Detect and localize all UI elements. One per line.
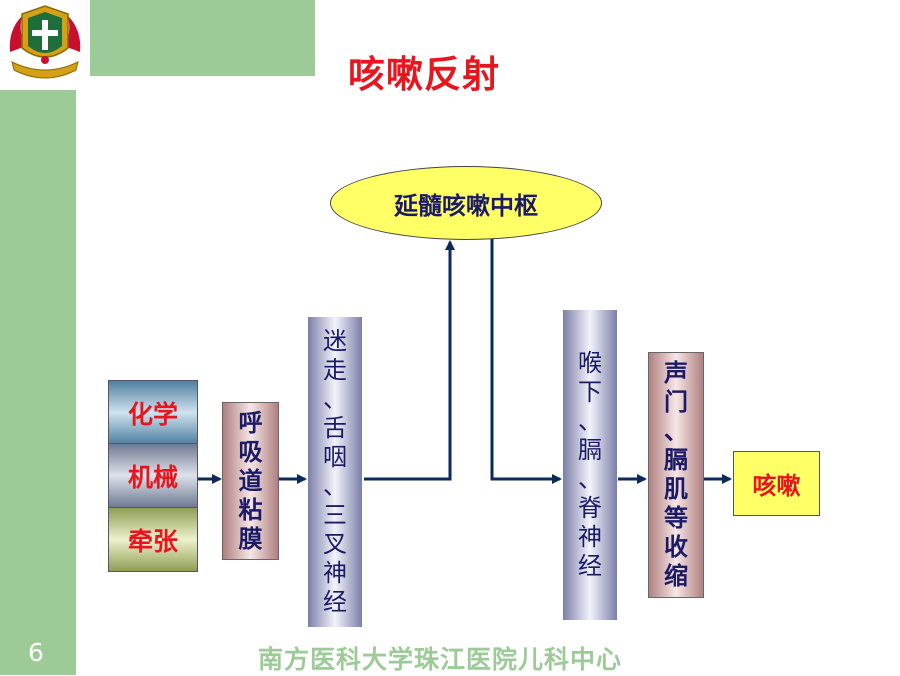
receptor-char: 呼	[238, 408, 263, 437]
footer-institution: 南方医科大学珠江医院儿科中心	[258, 645, 623, 674]
efferent-char: 、	[578, 407, 602, 435]
afferent-char: 走	[323, 356, 347, 384]
receptor-char: 膜	[238, 524, 263, 553]
receptor-char: 道	[238, 466, 263, 495]
efferent-char: 脊	[578, 494, 602, 522]
receptor-char: 粘	[238, 495, 263, 524]
effector-char: 肌	[664, 475, 688, 503]
afferent-char: 、	[323, 385, 347, 413]
afferent-nerve-node: 迷 走 、 舌 咽 、 三 叉 神 经	[308, 317, 362, 627]
efferent-char: 下	[578, 378, 602, 406]
afferent-char: 三	[323, 501, 347, 529]
page-number: 6	[28, 638, 44, 667]
effector-char: 缩	[664, 562, 688, 590]
efferent-char: 神	[578, 523, 602, 551]
stimulus-stretch: 牵张	[108, 507, 198, 572]
effector-node: 声 门 、 膈 肌 等 收 缩	[648, 352, 704, 598]
effector-char: 收	[664, 533, 688, 561]
slide-title: 咳嗽反射	[348, 53, 500, 96]
effector-char: 声	[664, 359, 688, 387]
afferent-char: 舌	[323, 414, 347, 442]
afferent-char: 叉	[323, 530, 347, 558]
receptor-node: 呼 吸 道 粘 膜	[222, 402, 279, 560]
afferent-char: 迷	[323, 327, 347, 355]
efferent-char: 、	[578, 465, 602, 493]
afferent-char: 、	[323, 472, 347, 500]
effector-char: 、	[664, 417, 688, 445]
stimulus-chemical: 化学	[108, 380, 198, 445]
effector-char: 等	[664, 504, 688, 532]
afferent-char: 经	[323, 588, 347, 616]
emblem-icon	[9, 5, 81, 79]
effector-char: 门	[664, 388, 688, 416]
effector-char: 膈	[664, 446, 688, 474]
afferent-char: 神	[323, 559, 347, 587]
efferent-char: 经	[578, 552, 602, 580]
arrow-center-to-efferent	[490, 238, 562, 484]
left-band	[0, 0, 76, 675]
stimulus-mechanical: 机械	[108, 443, 198, 508]
afferent-char: 咽	[323, 443, 347, 471]
efferent-nerve-node: 喉 下 、 膈 、 脊 神 经	[563, 310, 617, 620]
hospital-logo	[0, 0, 90, 90]
efferent-char: 膈	[578, 436, 602, 464]
efferent-char: 喉	[578, 349, 602, 377]
receptor-char: 吸	[238, 437, 263, 466]
cough-center-node: 延髓咳嗽中枢	[330, 166, 602, 240]
arrow-afferent-to-center	[364, 240, 455, 481]
cough-result-node: 咳嗽	[733, 451, 820, 516]
